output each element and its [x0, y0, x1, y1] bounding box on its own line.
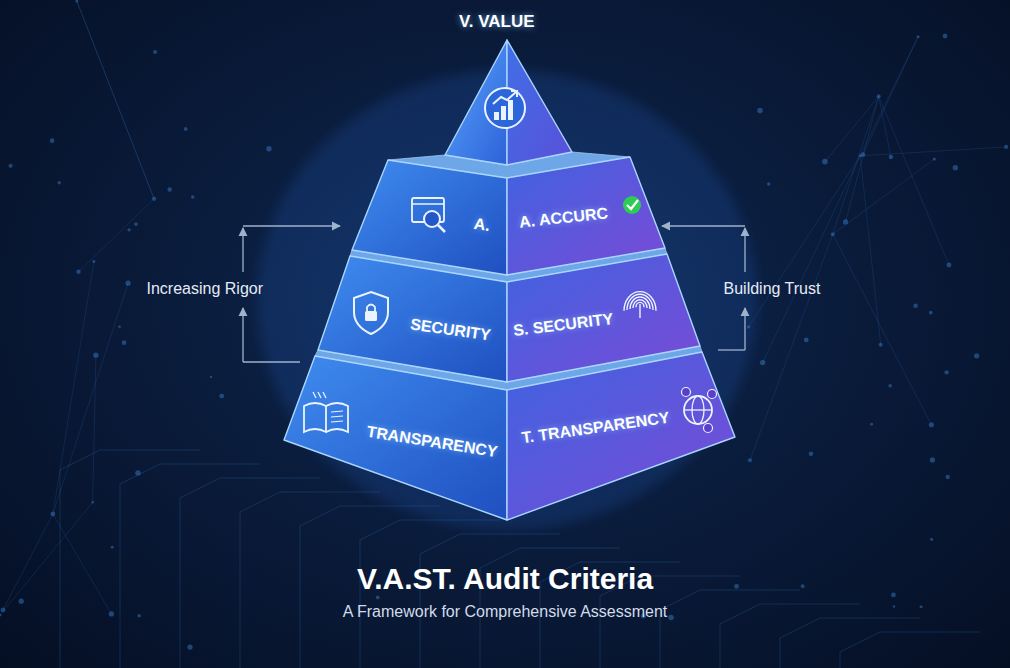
- diagram-caption: A Framework for Comprehensive Assessment: [0, 603, 1010, 621]
- face-shape: [445, 40, 572, 165]
- diagram-title: V.A.ST. Audit Criteria: [0, 562, 1010, 596]
- face-icon: [623, 196, 641, 214]
- face-outline: [507, 157, 665, 275]
- face-icon: [485, 88, 525, 128]
- side-label: Increasing Rigor: [143, 278, 268, 300]
- face-icon: [304, 392, 348, 432]
- pyramid-face: A.: [352, 160, 507, 275]
- pyramid-face: TRANSPARENCY: [284, 356, 507, 520]
- tier-label: A.: [473, 215, 491, 235]
- side-label: Building Trust: [720, 278, 825, 300]
- tier-heading: V. VALUE: [459, 13, 535, 32]
- pyramid-face: V. VALUE: [445, 40, 572, 165]
- face-outline: [352, 160, 507, 275]
- face-icon: [682, 388, 717, 433]
- face-icon: [624, 292, 656, 318]
- pyramid-face: T. TRANSPARENCY: [507, 352, 735, 520]
- face-outline: [284, 356, 507, 520]
- tier-ledges: [315, 152, 702, 390]
- pyramid-face: A. ACCURC: [507, 157, 665, 275]
- face-outline: [507, 352, 735, 520]
- face-icon: [354, 292, 388, 334]
- face-icon: [412, 198, 445, 232]
